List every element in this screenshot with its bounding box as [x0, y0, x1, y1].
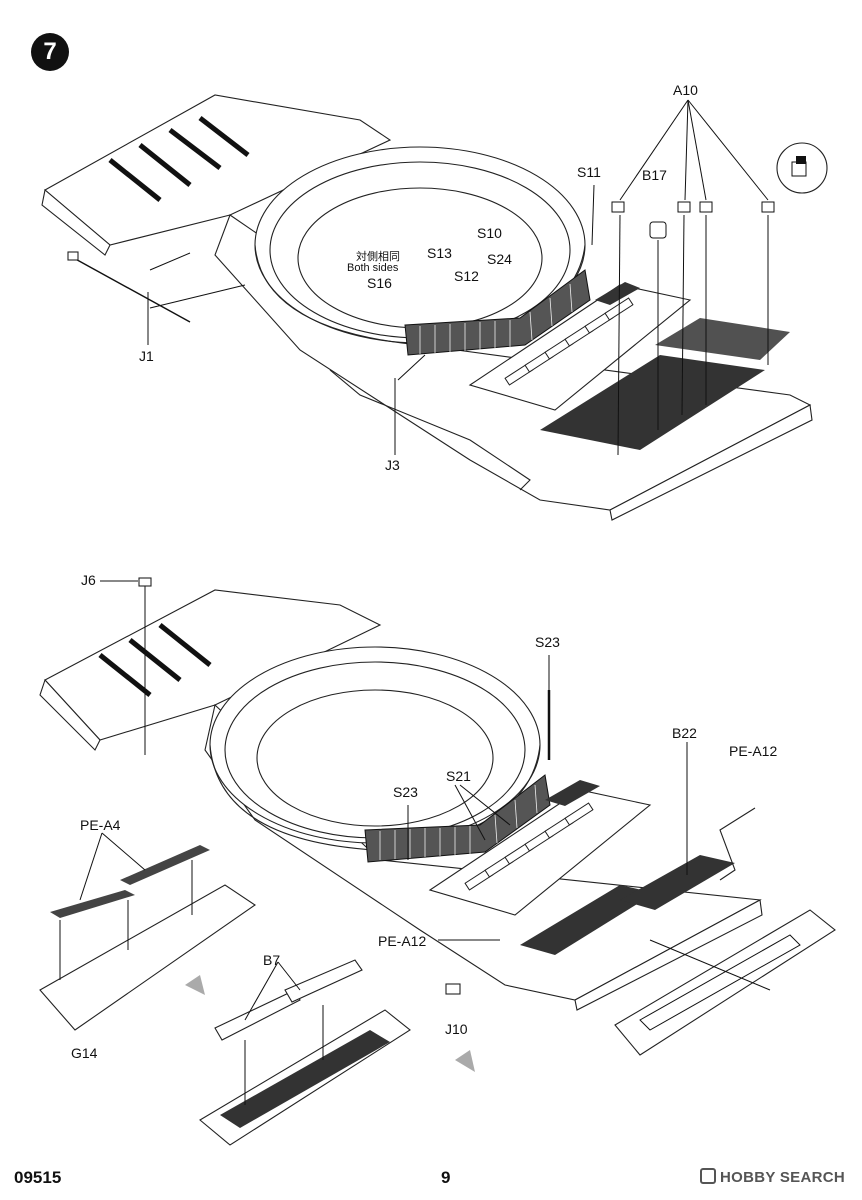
upper-rear-stripes	[108, 116, 250, 202]
watermark: HOBBY SEARCH	[700, 1168, 845, 1186]
lower-small-grille	[545, 780, 600, 806]
b7-cover-2	[284, 959, 363, 1003]
lower-j10-part	[445, 983, 461, 995]
label-s12: S12	[454, 268, 479, 284]
label-s10: S10	[477, 225, 502, 241]
lower-rear-deck-edge	[39, 678, 101, 751]
lower-ring-grille	[364, 774, 551, 863]
label-s11: S11	[577, 164, 601, 180]
b7-tray-grille	[220, 1030, 390, 1128]
label-s21: S21	[446, 768, 471, 784]
upper-mesh-grille-1	[540, 355, 765, 450]
label-pe-a12-right: PE-A12	[729, 743, 778, 759]
lower-turret-ring-inner	[256, 689, 494, 827]
label-both-sides-en: Both sides	[347, 262, 399, 274]
hobby-search-logo-icon	[700, 1168, 716, 1184]
page-number: 9	[441, 1168, 451, 1187]
label-b22: B22	[672, 725, 697, 741]
label-b17: B17	[642, 167, 667, 183]
label-b7: B7	[263, 952, 281, 968]
upper-ring-grille	[404, 269, 591, 356]
label-j3: J3	[385, 457, 400, 473]
label-pe-a12-left: PE-A12	[378, 933, 427, 949]
g14-tray	[39, 884, 256, 1031]
upper-j3-wire	[329, 369, 531, 491]
lower-hull-assembly	[39, 577, 836, 1146]
label-j10: J10	[445, 1021, 468, 1037]
right-tray-arrow	[649, 939, 771, 991]
label-j1: J1	[139, 348, 154, 364]
product-code: 09515	[14, 1168, 62, 1187]
pe-a4-screen-1	[50, 890, 135, 918]
label-both-sides-cn: 対側相同	[356, 251, 400, 263]
lower-louvers	[464, 802, 594, 891]
label-s16: S16	[367, 275, 392, 291]
label-s23-top: S23	[535, 634, 560, 650]
label-s23-mid: S23	[393, 784, 418, 800]
g14-arrows	[59, 860, 193, 980]
upper-a10-parts	[611, 201, 775, 239]
upper-hull-assembly	[41, 94, 828, 521]
step-number-badge: 7	[31, 33, 69, 71]
upper-mesh-grille-2	[655, 318, 790, 360]
hatch-arrows	[185, 975, 475, 1072]
upper-rear-deck-edge	[41, 188, 111, 256]
upper-rear-plate	[609, 404, 813, 521]
lower-mesh-grille-2	[620, 855, 735, 910]
upper-a10-leaders	[591, 99, 769, 456]
lower-rear-plate	[574, 899, 763, 1011]
upper-louver-panel	[468, 284, 692, 411]
label-j6: J6	[81, 572, 96, 588]
lower-rear-stripes	[98, 623, 212, 697]
label-a10: A10	[673, 82, 698, 98]
label-s13: S13	[427, 245, 452, 261]
upper-j1-rod	[69, 255, 191, 323]
watermark-text: HOBBY SEARCH	[720, 1169, 846, 1186]
b7-cover-1	[214, 989, 301, 1041]
label-g14: G14	[71, 1045, 98, 1061]
lower-pe-a12-wire	[719, 807, 756, 881]
upper-small-grille	[595, 282, 640, 305]
label-s24: S24	[487, 251, 512, 267]
label-pe-a4: PE-A4	[80, 817, 121, 833]
pe-a4-screen-2	[120, 845, 210, 885]
lower-mesh-grille-1	[520, 885, 655, 955]
lower-louver-panel	[428, 789, 652, 916]
